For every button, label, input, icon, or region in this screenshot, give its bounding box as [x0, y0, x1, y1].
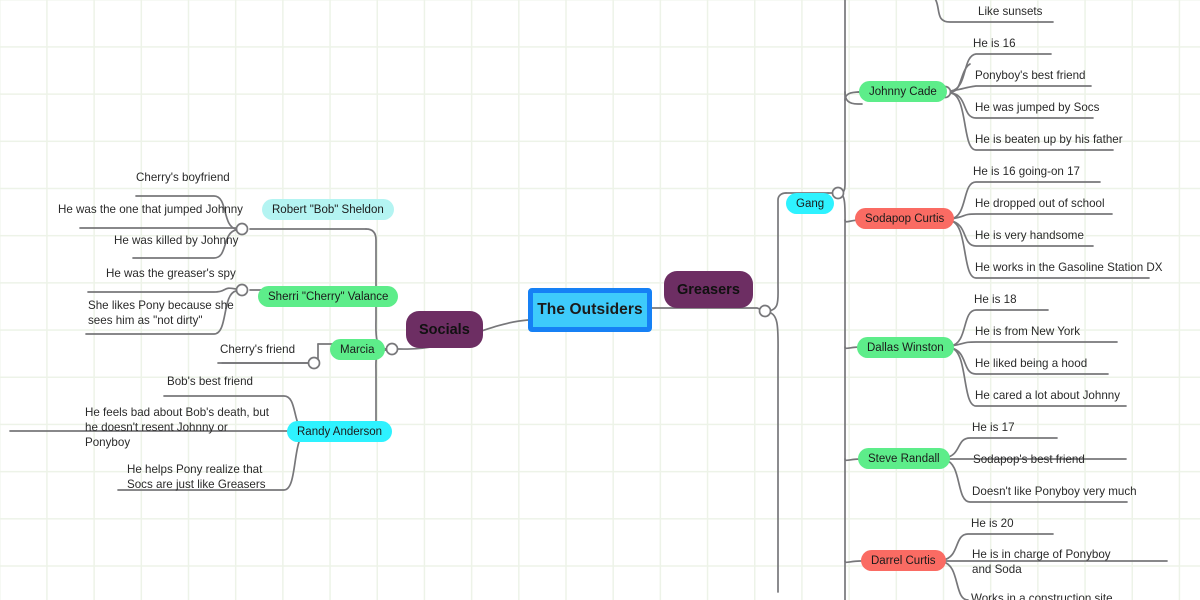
node-dallas-winston[interactable]: Dallas Winston — [857, 337, 954, 358]
leaf-label: Bob's best friend — [167, 375, 253, 388]
leaf-label: He is 16 — [973, 37, 1016, 50]
leaf-label: Works in a construction site — [971, 592, 1113, 600]
node-label: Johnny Cade — [869, 85, 937, 98]
leaf-label: He works in the Gasoline Station DX — [975, 261, 1163, 274]
branch-node-label: Greasers — [677, 281, 740, 298]
leaf-label: He was the greaser's spy — [106, 267, 236, 280]
junction-dot — [235, 283, 249, 297]
leaf-label: He is 17 — [972, 421, 1015, 434]
leaf-label: He was jumped by Socs — [975, 101, 1100, 114]
leaf-label: Cherry's boyfriend — [136, 171, 230, 184]
junction-dot — [758, 304, 772, 318]
node-robert-bob-sheldon[interactable]: Robert "Bob" Sheldon — [262, 199, 394, 220]
branch-node-label: Socials — [419, 321, 470, 338]
leaf-label: He is very handsome — [975, 229, 1084, 242]
root-node-the-outsiders[interactable]: The Outsiders — [528, 288, 652, 332]
node-label: Sodapop Curtis — [865, 212, 945, 225]
leaf-label-like-sunsets: Like sunsets — [978, 5, 1043, 18]
node-gang[interactable]: Gang — [786, 193, 835, 214]
leaf-label: He is 18 — [974, 293, 1017, 306]
leaf-label: He is in charge of Ponyboy and Soda — [972, 548, 1111, 576]
node-label: Robert "Bob" Sheldon — [272, 203, 384, 216]
branch-node-greasers[interactable]: Greasers — [664, 271, 753, 308]
node-label: Steve Randall — [868, 452, 940, 465]
node-sherri-cherry-valance[interactable]: Sherri "Cherry" Valance — [258, 286, 399, 307]
leaf-label: He was the one that jumped Johnny — [58, 203, 243, 216]
leaf-label: He liked being a hood — [975, 357, 1088, 370]
node-label: Dallas Winston — [867, 341, 944, 354]
leaf-label: He was killed by Johnny — [114, 234, 239, 247]
leaf-label: He cared a lot about Johnny — [975, 389, 1121, 402]
leaf-label: Cherry's friend — [220, 343, 296, 356]
node-label: Gang — [796, 197, 825, 210]
leaf-label: He feels bad about Bob's death, but he d… — [85, 406, 269, 449]
node-label: Darrel Curtis — [871, 554, 936, 567]
node-label: Marcia — [340, 343, 375, 356]
node-steve-randall[interactable]: Steve Randall — [858, 448, 950, 469]
leaf-label: Ponyboy's best friend — [975, 69, 1086, 82]
node-marcia[interactable]: Marcia — [330, 339, 385, 360]
branch-node-socials[interactable]: Socials — [406, 311, 483, 348]
node-johnny-cade[interactable]: Johnny Cade — [859, 81, 947, 102]
node-label: Randy Anderson — [297, 425, 383, 438]
leaf-label: He is from New York — [975, 325, 1081, 338]
leaf-label: Doesn't like Ponyboy very much — [972, 485, 1137, 498]
node-darrel-curtis[interactable]: Darrel Curtis — [861, 550, 946, 571]
node-randy-anderson[interactable]: Randy Anderson — [287, 421, 393, 442]
junction-dot — [831, 186, 845, 200]
leaf-label: He is 16 going-on 17 — [973, 165, 1080, 178]
junction-dot — [307, 356, 321, 370]
leaf-label: He is 20 — [971, 517, 1014, 530]
leaf-label: He dropped out of school — [975, 197, 1105, 210]
root-node-label: The Outsiders — [537, 301, 643, 318]
leaf-label: She likes Pony because she sees him as "… — [88, 299, 234, 327]
leaf-label: He is beaten up by his father — [975, 133, 1123, 146]
leaf-label: He helps Pony realize that Socs are just… — [127, 463, 266, 491]
node-sodapop-curtis[interactable]: Sodapop Curtis — [855, 208, 955, 229]
node-label: Sherri "Cherry" Valance — [268, 290, 389, 303]
junction-dot — [385, 342, 399, 356]
leaf-label: Sodapop's best friend — [973, 453, 1085, 466]
